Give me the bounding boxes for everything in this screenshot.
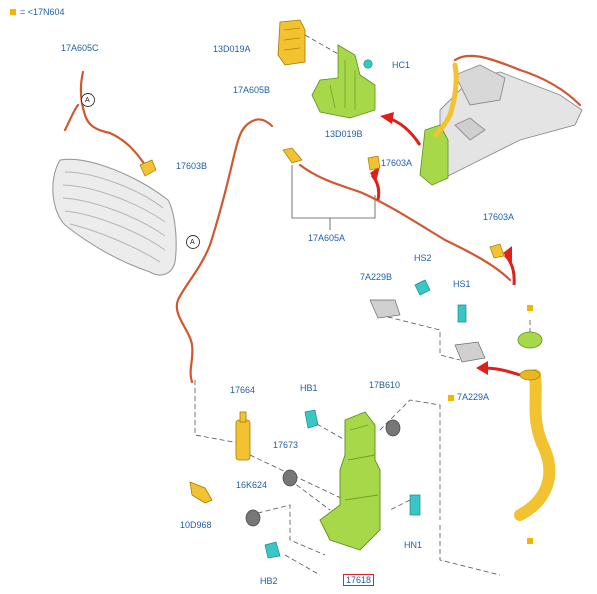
neck-marker	[527, 538, 533, 544]
leader-7a229b	[379, 314, 461, 361]
bracket-17a605a	[291, 165, 376, 219]
label-17b610: 17B610	[369, 380, 401, 390]
connector-label-a1: A	[85, 97, 90, 104]
connector-7a229b	[369, 299, 401, 319]
label-17618: 17618	[343, 574, 375, 586]
clip-hn1	[409, 494, 421, 516]
label-17a605c: 17A605C	[61, 43, 99, 53]
hose-17a605a	[298, 163, 512, 282]
label-7a229a-swatch	[448, 394, 454, 401]
engine-bay-reservoir	[419, 124, 449, 186]
level-sensor-10d968	[189, 481, 213, 504]
label-hn1: HN1	[404, 540, 423, 550]
cap-marker	[527, 305, 533, 311]
label-hb1: HB1	[300, 383, 318, 393]
hose-clip-17a605a	[282, 147, 303, 164]
clip-hc1	[363, 59, 373, 69]
leader-reservoir-neck	[439, 525, 501, 576]
leader-16k624	[249, 504, 326, 556]
label-hc1: HC1	[392, 60, 411, 70]
label-16k624: 16K624	[236, 480, 268, 490]
filler-cap	[517, 331, 543, 349]
label-7a229a: 7A229A	[457, 392, 490, 402]
grommet-17b610	[385, 419, 401, 437]
legend: = <17N604	[10, 7, 65, 17]
label-17673: 17673	[273, 440, 299, 450]
label-hb2: HB2	[260, 576, 278, 586]
hose-17a605c-tail	[63, 103, 80, 132]
washer-pump-17664	[235, 411, 251, 461]
label-17664: 17664	[230, 385, 256, 395]
leader-17673	[289, 479, 331, 511]
hose-17a605b	[175, 118, 257, 384]
connector-label-a2: A	[190, 239, 195, 246]
label-13d019b: 13D019B	[325, 129, 363, 139]
label-13d019a: 13D019A	[213, 44, 251, 54]
label-7a229a-group: 7A229A	[448, 392, 489, 403]
clip-hs1	[457, 304, 467, 323]
label-17603a-top: 17603A	[381, 158, 413, 168]
connector-circles	[81, 93, 200, 249]
leader-hn1	[389, 499, 411, 511]
legend-text: = <17N604	[20, 7, 65, 17]
label-hs2: HS2	[414, 253, 432, 263]
label-hs1: HS1	[453, 279, 471, 289]
label-17a605b: 17A605B	[233, 85, 271, 95]
label-17603a-right: 17603A	[483, 212, 515, 222]
bracket-13d019a	[277, 19, 306, 66]
washer-reservoir-17618	[319, 411, 381, 551]
hose-17a605b-end	[253, 118, 274, 128]
front-grille	[52, 158, 177, 276]
grommet-17673	[282, 469, 298, 487]
clip-hb2	[264, 541, 281, 559]
leader-17664	[194, 380, 251, 446]
hose-17a605c	[79, 70, 147, 167]
nozzle-17603a-top	[367, 155, 381, 171]
engine-bay-structure	[439, 64, 583, 181]
leader-reservoir-pump	[249, 454, 346, 501]
hose-engine-top	[453, 54, 582, 107]
legend-swatch	[10, 9, 16, 15]
engine-bay-filler-neck	[433, 62, 459, 138]
leader-13d019a	[304, 34, 341, 56]
nozzle-17603b	[139, 159, 157, 177]
connector-7a229a	[454, 341, 486, 363]
label-10d968: 10D968	[180, 520, 212, 530]
leader-17b610	[379, 399, 441, 520]
filler-neck-pipe	[514, 369, 556, 521]
bracket-13d019b	[311, 44, 376, 119]
filler-neck-top	[519, 369, 541, 381]
label-17603b: 17603B	[176, 161, 208, 171]
leader-hb1	[309, 419, 346, 441]
clip-hs2	[414, 279, 431, 296]
red-arrowheads	[370, 112, 512, 375]
label-17a605a: 17A605A	[308, 233, 346, 243]
grommet-16k624	[245, 509, 261, 527]
label-7a229b: 7A229B	[360, 272, 393, 282]
nozzle-17603a-right	[489, 243, 505, 259]
clip-hb1	[304, 409, 319, 429]
leader-hb2	[284, 554, 321, 576]
